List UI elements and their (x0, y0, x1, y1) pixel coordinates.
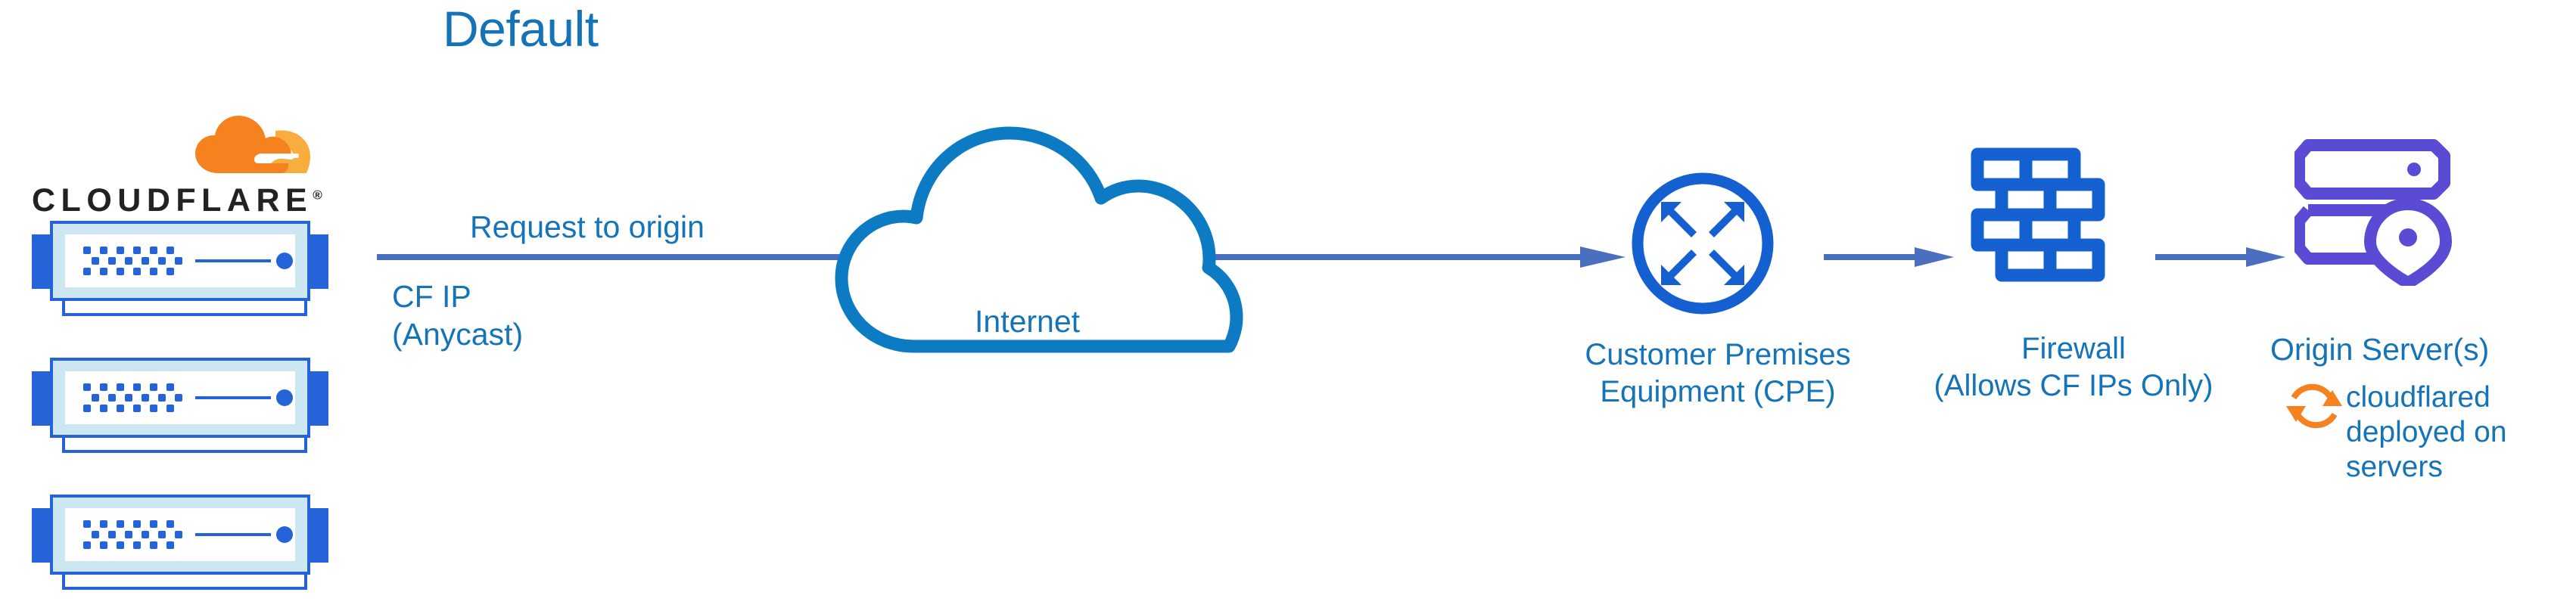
brick-wall-icon (1964, 144, 2115, 295)
connector-firewall-to-origin (2155, 243, 2291, 274)
sync-refresh-icon (2286, 378, 2342, 438)
cloudflare-edge-server-1 (21, 216, 339, 318)
connector-cpe-to-firewall (1824, 243, 1960, 274)
internet-label: Internet (975, 304, 1081, 339)
cloudflare-edge-server-2 (21, 353, 339, 455)
page-title: Default (443, 1, 599, 57)
cf-ip-label-line1: CF IP (392, 279, 471, 314)
server-stack-location-pin-icon (2293, 135, 2453, 290)
cloudflare-cloud-logo-icon (191, 110, 312, 181)
cloudflare-wordmark: CLOUDFLARE® (32, 182, 322, 219)
cpe-label: Customer Premises Equipment (CPE) (1559, 336, 1877, 411)
cf-ip-label: CF IP (Anycast) (392, 278, 523, 353)
cloud-outline-icon (825, 106, 1249, 359)
cpe-label-line2: Equipment (CPE) (1600, 374, 1836, 408)
registered-trademark-icon: ® (313, 188, 322, 203)
cloudflare-logo-block: CLOUDFLARE® (32, 110, 334, 219)
cloudflared-note-line2: deployed on (2346, 416, 2507, 449)
cloudflared-note-line3: servers (2346, 451, 2443, 484)
firewall-label: Firewall (Allows CF IPs Only) (1899, 330, 2248, 405)
cloudflare-edge-server-3 (21, 490, 339, 592)
origin-server-label: Origin Server(s) (2270, 332, 2490, 367)
cloudflared-note-line1: cloudflared (2346, 381, 2490, 414)
cpe-label-line1: Customer Premises (1585, 338, 1851, 371)
firewall-label-line1: Firewall (2021, 332, 2126, 365)
firewall-label-line2: (Allows CF IPs Only) (1934, 368, 2214, 402)
cloudflare-wordmark-text: CLOUDFLARE (32, 182, 313, 219)
router-four-arrows-icon (1627, 168, 1778, 323)
request-to-origin-label: Request to origin (470, 209, 705, 244)
cf-ip-label-line2: (Anycast) (392, 317, 524, 352)
cloudflared-note: cloudflared deployed on servers (2346, 380, 2573, 485)
